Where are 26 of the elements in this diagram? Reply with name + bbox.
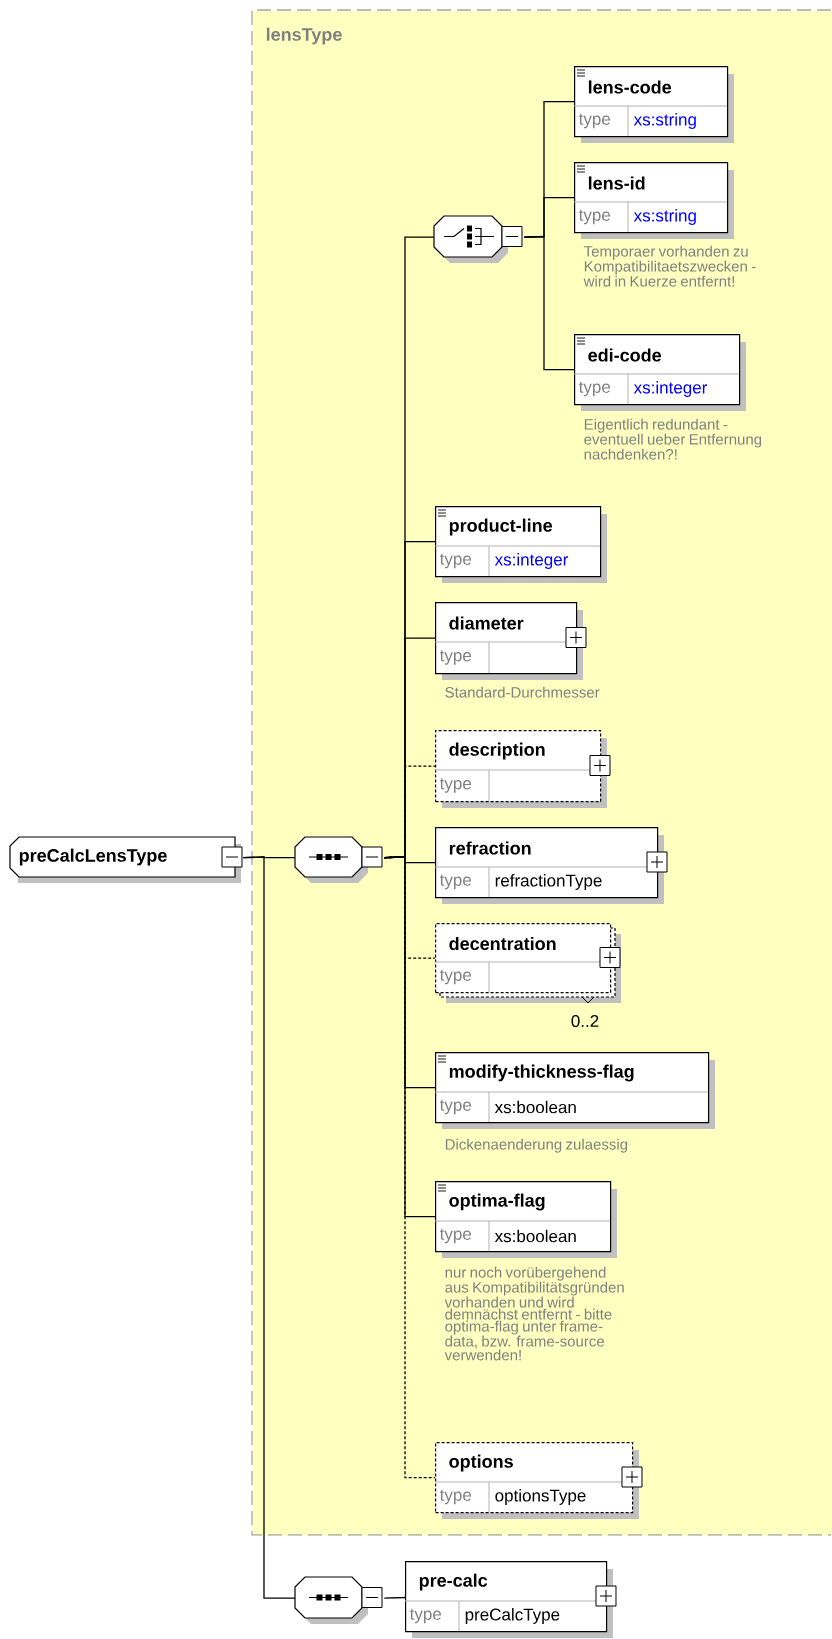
annotation-text: Temporaer vorhanden zu Kompatibilitaetszwecken - wird in Kuerze entfernt! bbox=[583, 245, 756, 287]
element-box: refraction type refractionType bbox=[434, 827, 668, 904]
annotation-text: nur noch vorübergehend aus Kompatibilitätsgründen vorhanden und wird demnächst entfernt - bitte optima-flag unter frame-data, bzw. frame-source verwenden! bbox=[444, 1266, 624, 1361]
annotation-text: Standard-Durchmesser bbox=[445, 686, 600, 698]
root-element-box: preCalcLensType bbox=[9, 836, 243, 883]
element-box: edi-code type xs:integer bbox=[573, 334, 746, 411]
connector-line bbox=[242, 856, 296, 1599]
element-box: product-line type xs:integer bbox=[434, 506, 607, 583]
element-box: optima-flag type xs:boolean bbox=[434, 1181, 617, 1258]
connector-line bbox=[523, 235, 575, 371]
element-box: pre-calc type preCalcType bbox=[404, 1561, 617, 1638]
connector-line bbox=[383, 856, 436, 1479]
annotation-text: Dickenaenderung zulaessig bbox=[445, 1138, 628, 1153]
occurrence-label: 0..2 bbox=[571, 1015, 599, 1028]
connector-line bbox=[383, 1595, 406, 1599]
element-box: options type optionsType bbox=[434, 1442, 643, 1519]
choice-symbol bbox=[433, 215, 523, 263]
element-box: decentration type bbox=[434, 923, 621, 1004]
annotation-text: Eigentlich redundant - eventuell ueber Entfernung nachdenken?! bbox=[584, 418, 762, 460]
sequence-symbol bbox=[294, 836, 383, 883]
element-box: diameter type bbox=[434, 602, 587, 680]
sequence-symbol bbox=[294, 1576, 383, 1624]
element-box: lens-id type xs:string bbox=[573, 162, 734, 239]
element-box: modify-thickness-flag type xs:boolean bbox=[434, 1052, 715, 1129]
element-box: lens-code type xs:string bbox=[573, 66, 734, 143]
element-box: description type bbox=[434, 730, 611, 808]
